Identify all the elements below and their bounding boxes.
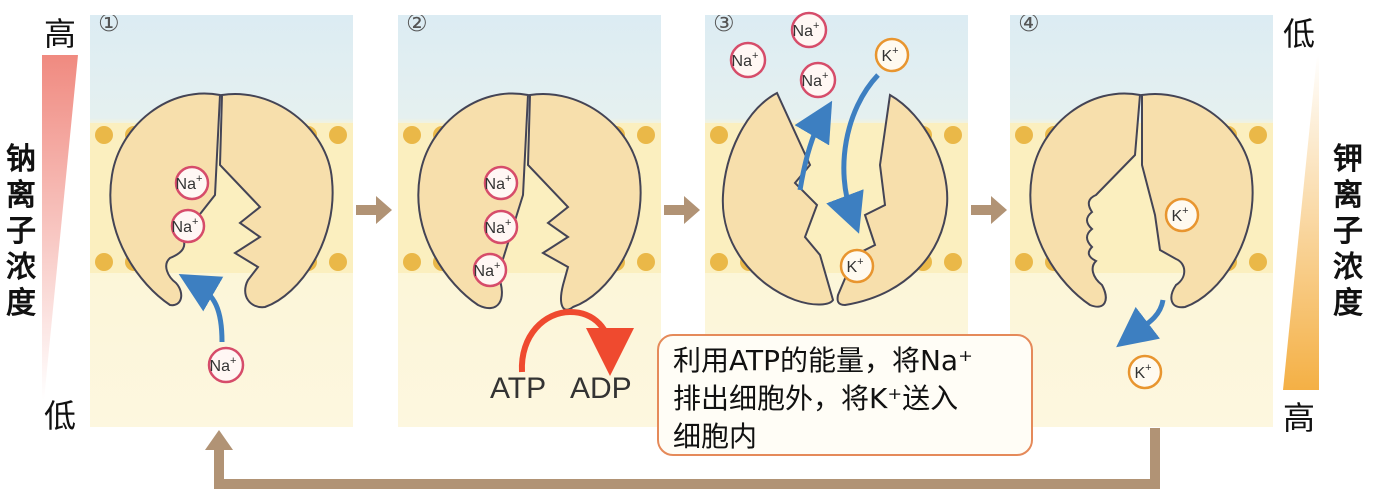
protein-pump xyxy=(1029,92,1254,309)
step-3-number: ③ xyxy=(713,15,735,37)
sodium-concentration-label: 钠离子浓度 xyxy=(6,142,36,321)
protein-pump xyxy=(417,92,642,311)
na-exit-arrow xyxy=(794,100,833,191)
k-release-arrow xyxy=(1116,299,1166,348)
potassium-high-label: 高 xyxy=(1283,399,1316,437)
na-entry-arrow xyxy=(178,273,225,343)
potassium-low-label: 低 xyxy=(1283,15,1316,53)
atp-hydrolysis-arrow xyxy=(518,308,634,376)
potassium-gradient-wedge xyxy=(1283,55,1319,390)
step-1-number: ① xyxy=(98,15,120,37)
step-arrow-3-4 xyxy=(971,196,1007,224)
na-ion-label: Na+ xyxy=(732,50,759,70)
step-2-number: ② xyxy=(406,15,428,37)
step-arrow-1-2 xyxy=(356,196,392,224)
sodium-high-label: 高 xyxy=(44,15,77,53)
atp-label: ATP xyxy=(490,372,547,405)
na-ion-label: Na+ xyxy=(210,355,237,375)
step-arrow-2-3 xyxy=(664,196,700,224)
na-ion-label: Na+ xyxy=(474,260,501,280)
explanation-line-2: 排出细胞外，将K⁺送入 xyxy=(673,382,959,415)
explanation-box: 利用ATP的能量，将Na⁺ 排出细胞外，将K⁺送入 细胞内 xyxy=(657,334,1033,456)
adp-label: ADP xyxy=(570,372,632,405)
na-ion xyxy=(170,11,837,384)
k-ion xyxy=(839,37,1200,390)
na-ion-label: Na+ xyxy=(793,20,820,40)
sodium-gradient-wedge xyxy=(42,55,78,400)
explanation-line-1: 利用ATP的能量，将Na⁺ xyxy=(673,344,973,377)
cycle-return-arrow xyxy=(205,428,1160,489)
protein-pump xyxy=(109,92,334,309)
na-ion-label: Na+ xyxy=(802,70,829,90)
explanation-line-3: 细胞内 xyxy=(673,420,758,453)
step-2-panel: ② xyxy=(398,15,661,427)
na-ion-label: Na+ xyxy=(485,173,512,193)
sodium-low-label: 低 xyxy=(44,397,77,435)
na-ion-label: Na+ xyxy=(176,173,203,193)
potassium-concentration-label: 钾离子浓度 xyxy=(1333,142,1363,321)
k-entry-arrow xyxy=(826,73,880,234)
na-ion-label: Na+ xyxy=(172,216,199,236)
step-4-number: ④ xyxy=(1018,15,1040,37)
na-ion-label: Na+ xyxy=(485,217,512,237)
step-4-panel: ④ xyxy=(1010,15,1273,427)
